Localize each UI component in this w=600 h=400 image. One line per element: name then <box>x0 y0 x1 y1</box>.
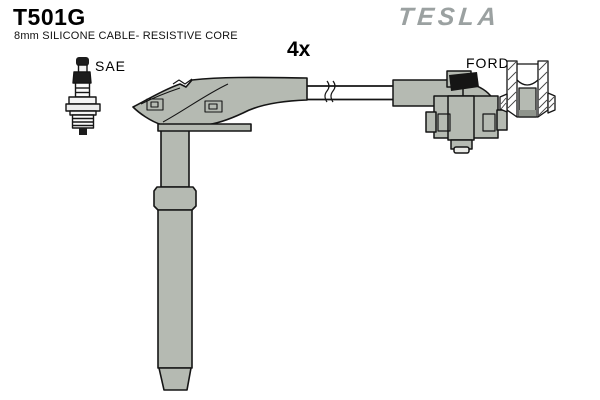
cable-line <box>305 85 400 101</box>
product-description: 8mm SILICONE CABLE- RESISTIVE CORE <box>14 30 238 42</box>
boot-head-details <box>140 78 229 123</box>
elbow-boot-illustration <box>392 70 508 154</box>
ignition-cable-illustration <box>132 76 400 391</box>
ford-label: FORD <box>466 55 510 71</box>
boot-collar <box>153 186 197 211</box>
cross-section-illustration <box>499 60 556 118</box>
cable-break-icon <box>324 80 336 103</box>
boot-tip <box>158 367 192 391</box>
boot-ledge <box>157 123 252 132</box>
boot-cap-dark <box>449 72 479 91</box>
boot-body <box>157 209 193 369</box>
quantity-label: 4x <box>287 38 311 61</box>
hatch-lines <box>500 61 555 116</box>
spark-plug-illustration <box>65 57 101 135</box>
sae-label: SAE <box>95 58 127 74</box>
part-number: T501G <box>13 4 86 30</box>
